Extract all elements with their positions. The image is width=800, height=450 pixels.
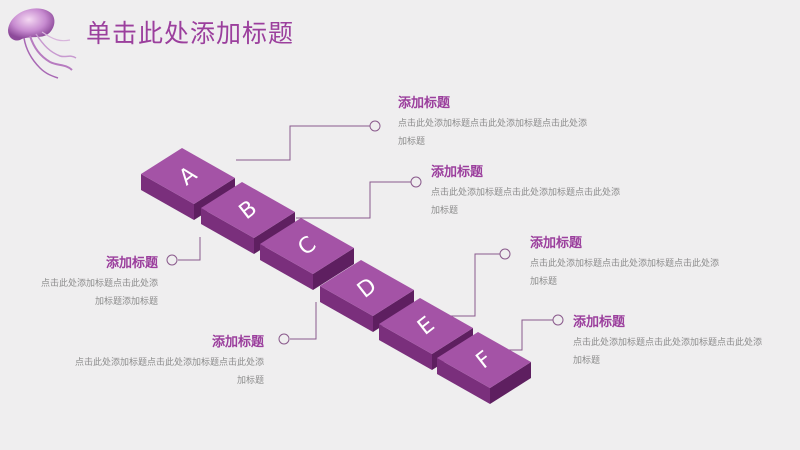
tile-b: B	[201, 182, 295, 254]
tile-top	[260, 218, 354, 274]
connector-line-a	[236, 125, 370, 161]
connector-dot-3	[499, 248, 511, 260]
label-body[interactable]: 点击此处添加标题点击此处添加标题点击此处添加标题	[530, 259, 720, 287]
connector-dot-2	[410, 176, 422, 188]
tile-side-front	[490, 362, 531, 404]
tile-e: E	[379, 298, 473, 370]
label-heading[interactable]: 添加标题	[573, 315, 626, 330]
label-heading[interactable]: 添加标题	[105, 256, 158, 271]
connector-line-f	[290, 302, 317, 340]
label-body[interactable]: 点击此处添加标题点击此处添加标题点击此处添加标题	[573, 338, 763, 366]
label-body[interactable]: 点击此处添加标题点击此处添加标题添加标题	[40, 279, 158, 307]
tile-f: F	[437, 332, 531, 404]
connector-dot-4	[552, 314, 564, 326]
tile-top	[437, 332, 531, 388]
tile-side-left	[141, 174, 194, 220]
tile-c: C	[260, 218, 354, 290]
connector-dot-5	[166, 254, 178, 266]
page-title[interactable]: 单击此处添加标题	[86, 19, 295, 48]
label-item-4: 添加标题 点击此处添加标题点击此处添加标题点击此处添加标题	[573, 311, 763, 370]
tile-top	[379, 298, 473, 354]
tile-side-left	[437, 358, 490, 404]
tile-side-front	[313, 248, 354, 290]
label-item-3: 添加标题 点击此处添加标题点击此处添加标题点击此处添加标题	[530, 232, 720, 291]
tile-side-left	[260, 244, 313, 290]
label-heading[interactable]: 添加标题	[211, 335, 264, 350]
label-item-1: 添加标题 点击此处添加标题点击此处添加标题点击此处添加标题	[398, 92, 588, 151]
connector-line-e	[178, 237, 201, 261]
label-heading[interactable]: 添加标题	[398, 96, 451, 111]
label-body[interactable]: 点击此处添加标题点击此处添加标题点击此处添加标题	[431, 188, 621, 216]
tile-top	[320, 260, 414, 316]
tile-top	[141, 148, 235, 204]
tile-side-left	[379, 324, 432, 370]
label-item-6: 添加标题 点击此处添加标题点击此处添加标题点击此处添加标题	[72, 331, 264, 390]
connector-dot-6	[278, 333, 290, 345]
label-item-2: 添加标题 点击此处添加标题点击此处添加标题点击此处添加标题	[431, 161, 621, 220]
jellyfish-logo-icon	[8, 8, 77, 79]
connector-dot-1	[369, 120, 381, 132]
connector-line-d	[504, 319, 553, 351]
label-heading[interactable]: 添加标题	[530, 236, 583, 251]
tile-side-left	[320, 286, 373, 332]
tile-top	[201, 182, 295, 238]
label-body[interactable]: 点击此处添加标题点击此处添加标题点击此处添加标题	[74, 358, 264, 386]
label-item-5: 添加标题 点击此处添加标题点击此处添加标题添加标题	[40, 252, 158, 311]
label-heading[interactable]: 添加标题	[431, 165, 484, 180]
tile-d: D	[320, 260, 414, 332]
connector-line-b	[296, 181, 411, 219]
tile-side-left	[201, 208, 254, 254]
connector-line-c	[445, 253, 500, 317]
label-body[interactable]: 点击此处添加标题点击此处添加标题点击此处添加标题	[398, 119, 588, 147]
